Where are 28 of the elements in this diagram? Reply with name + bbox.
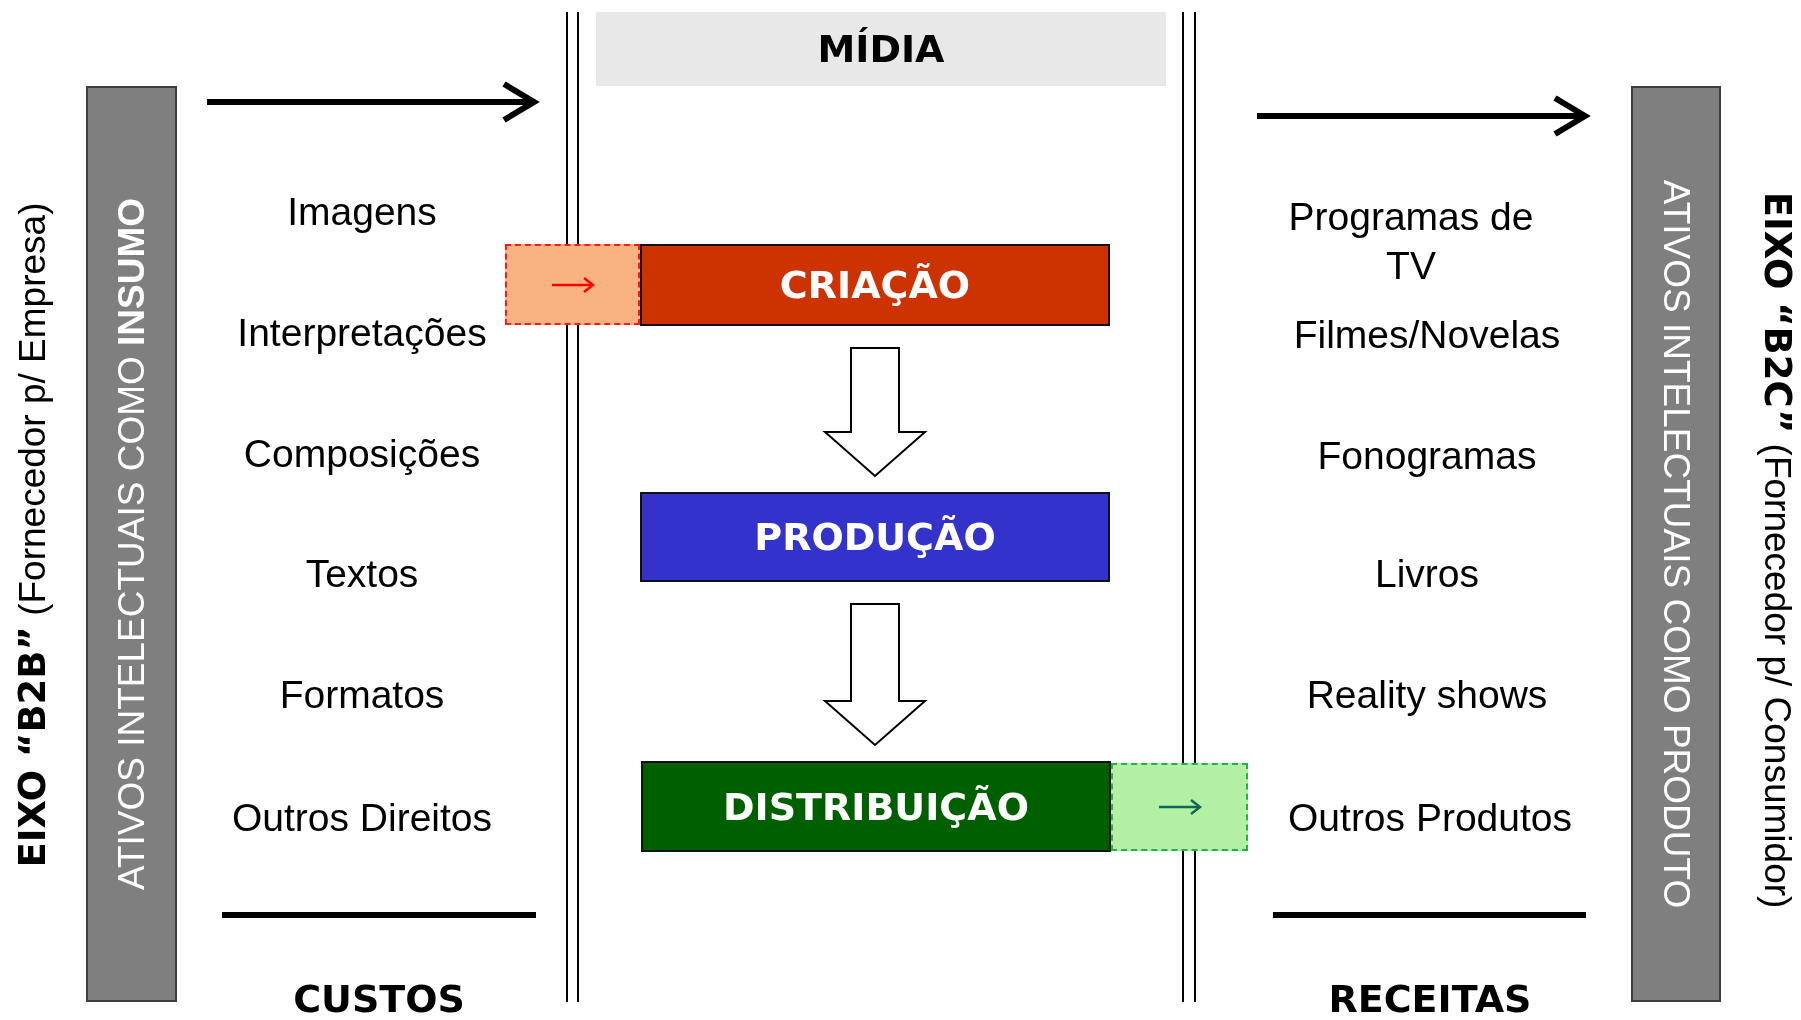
list-item: Outros Direitos bbox=[230, 794, 494, 841]
column-heading: CUSTOS bbox=[292, 976, 466, 1020]
list-item: Livros bbox=[1373, 550, 1480, 597]
list-item: Outros Produtos bbox=[1287, 794, 1573, 841]
list-item: Programas de TV bbox=[1287, 194, 1535, 289]
list-item: Fonogramas bbox=[1316, 432, 1538, 479]
process-box: CRIAÇÃO bbox=[640, 244, 1110, 326]
list-item: Reality shows bbox=[1305, 671, 1549, 718]
vertical-bar bbox=[1631, 86, 1721, 1002]
dashed-box bbox=[505, 244, 640, 325]
axis-title: EIXO “B2C” (Fornecedor p/ Consumidor) bbox=[1755, 191, 1799, 909]
bar-label: ATIVOS INTELECTUAIS COMO PRODUTO bbox=[1655, 179, 1697, 909]
process-box: DISTRIBUIÇÃO bbox=[641, 761, 1111, 852]
list-item: Textos bbox=[304, 550, 420, 597]
bar-label: ATIVOS INTELECTUAIS COMO INSUMO bbox=[110, 197, 153, 891]
process-box: PRODUÇÃO bbox=[640, 492, 1110, 582]
vertical-bar bbox=[86, 86, 177, 1002]
list-item: Formatos bbox=[278, 671, 446, 718]
column-heading: RECEITAS bbox=[1327, 976, 1533, 1020]
block-arrow bbox=[822, 347, 928, 478]
list-item: Interpretações bbox=[236, 309, 488, 356]
list-item: Filmes/Novelas bbox=[1292, 311, 1562, 358]
dashed-box bbox=[1111, 763, 1248, 851]
list-item: Imagens bbox=[286, 188, 438, 235]
axis-title: EIXO “B2B” (Fornecedor p/ Empresa) bbox=[10, 202, 54, 868]
list-item: Composições bbox=[242, 430, 482, 477]
header-band: MÍDIA bbox=[596, 12, 1166, 86]
block-arrow bbox=[822, 603, 928, 747]
